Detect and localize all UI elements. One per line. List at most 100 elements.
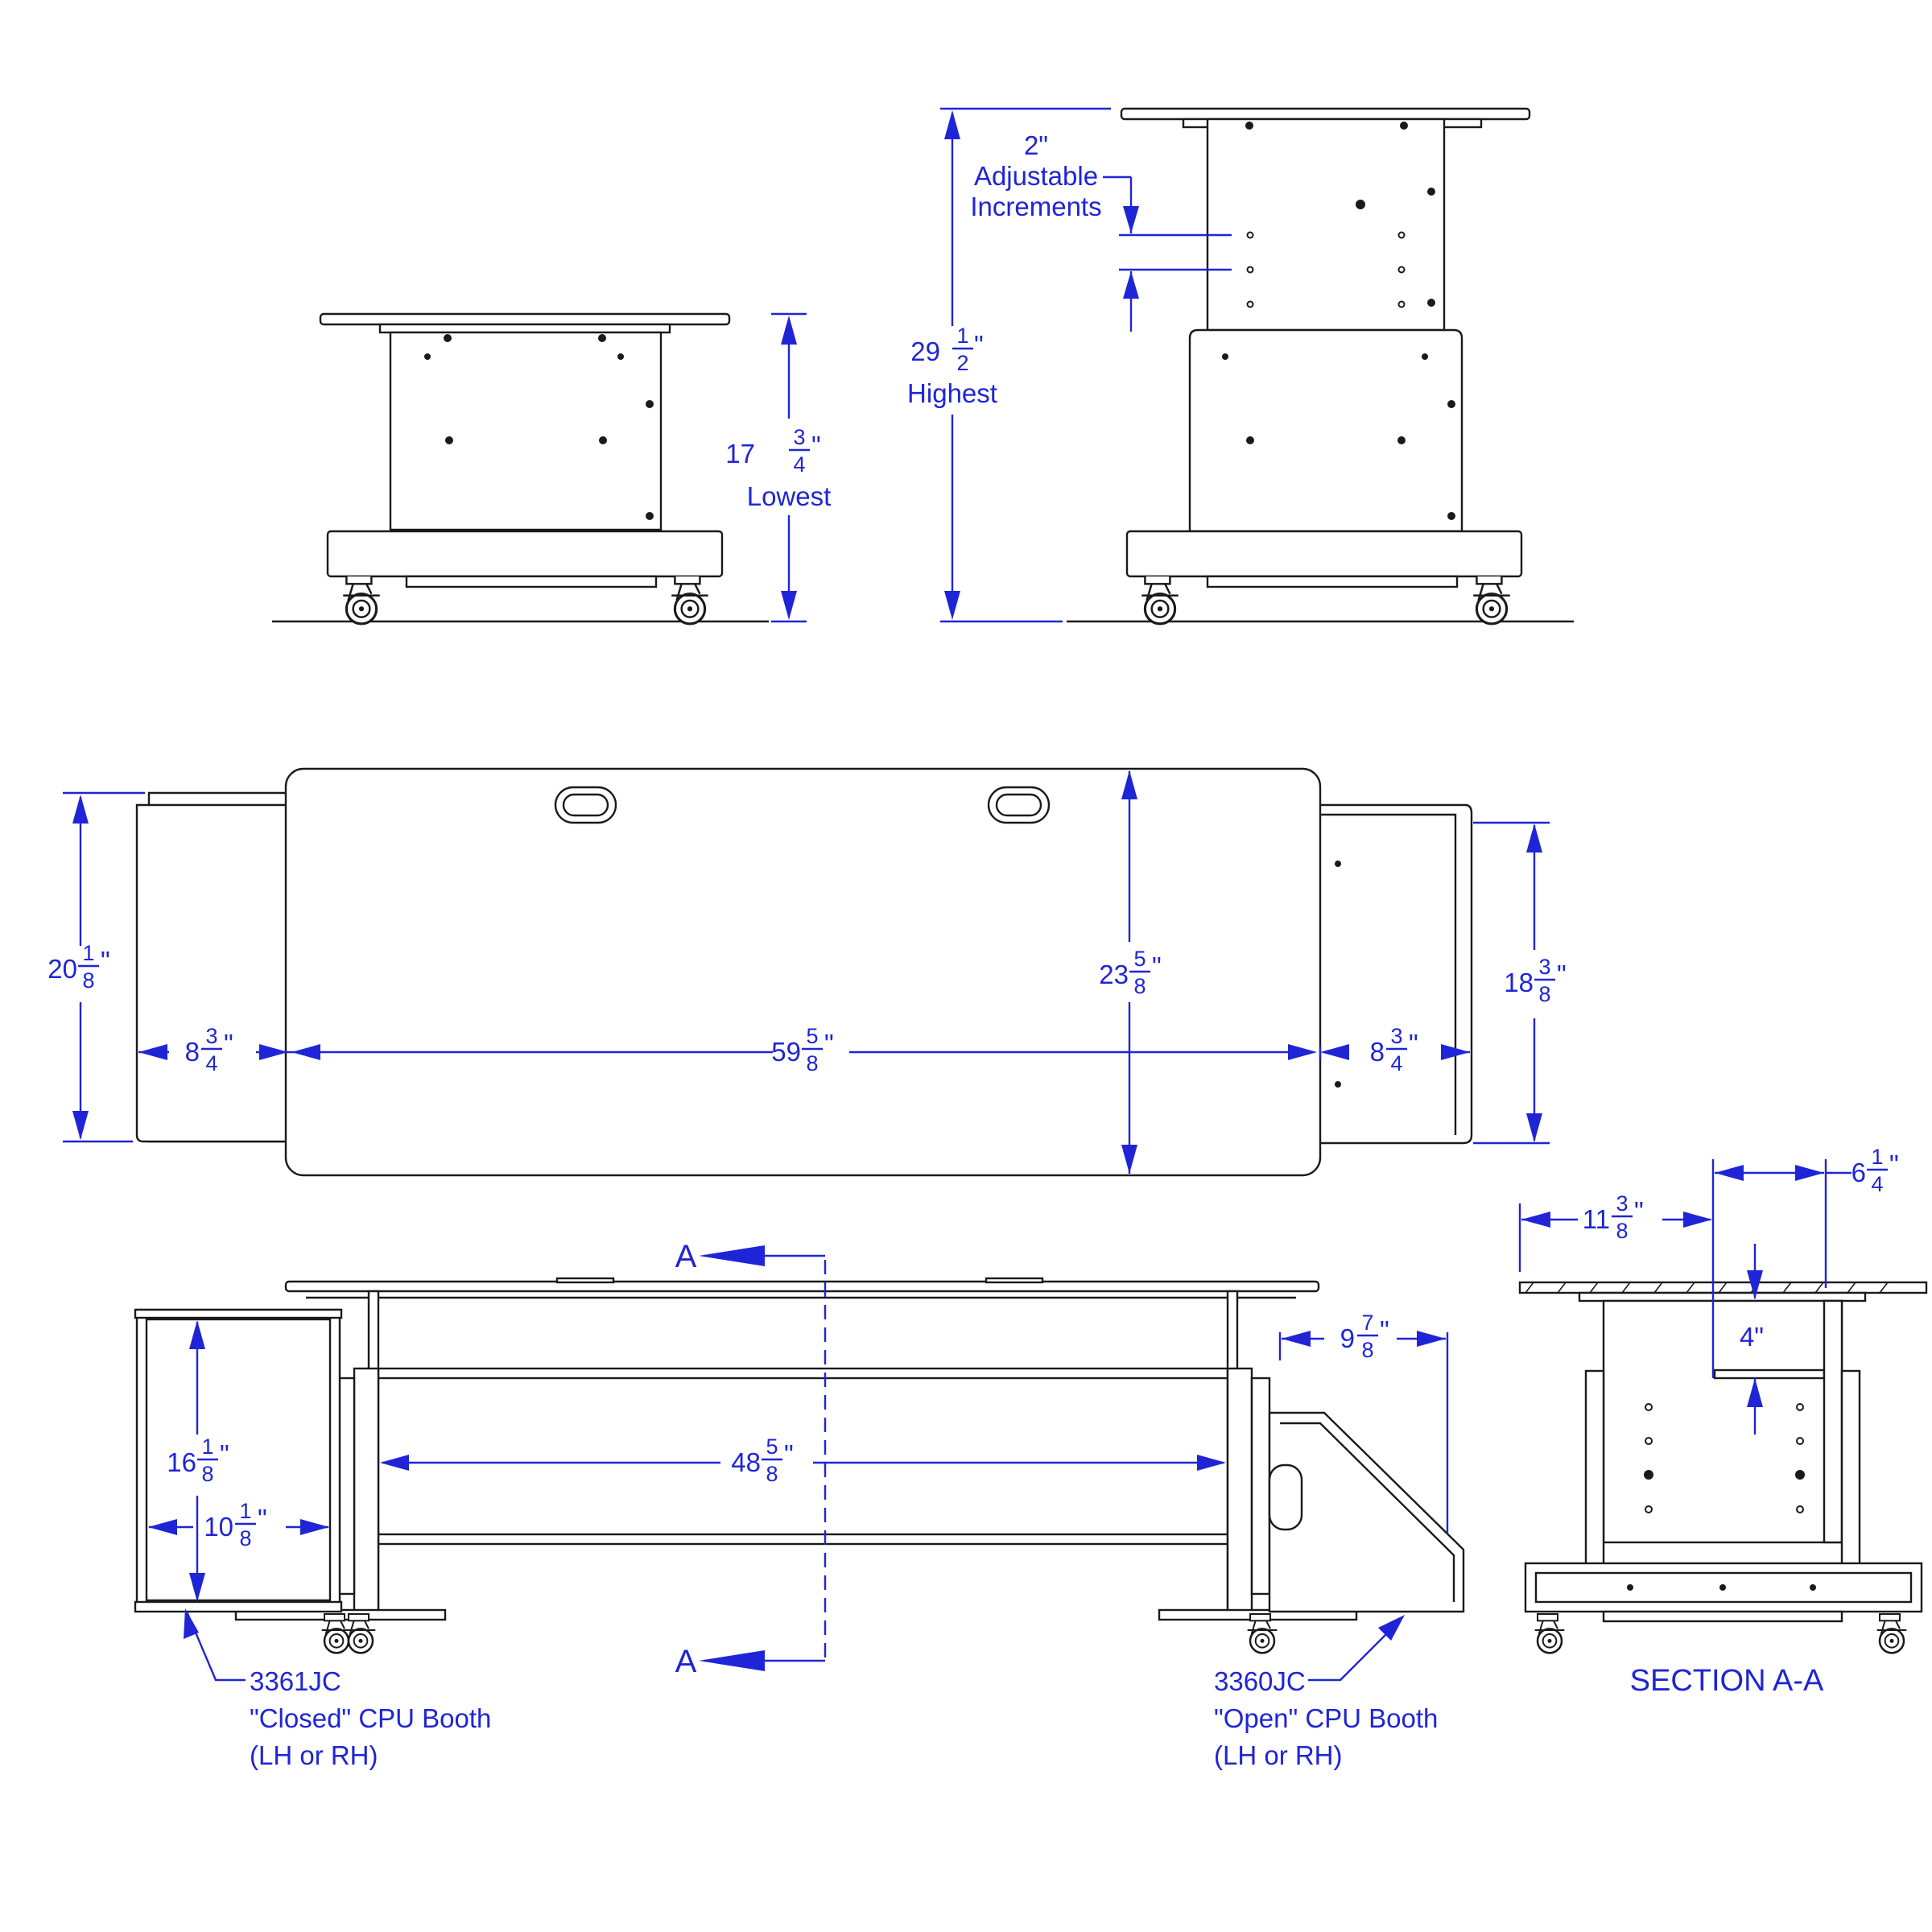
svg-text:"Open" CPU Booth: "Open" CPU Booth — [1214, 1703, 1438, 1733]
svg-text:16: 16 — [167, 1447, 196, 1477]
upper-rail — [377, 1367, 1229, 1380]
svg-text:8: 8 — [1370, 1037, 1385, 1067]
svg-text:4: 4 — [1390, 1051, 1402, 1075]
svg-text:3361JC: 3361JC — [250, 1666, 341, 1696]
svg-text:8: 8 — [766, 1462, 778, 1486]
section-left-label: 11 3 8 " — [1583, 1191, 1644, 1243]
booth-height-label: 16 1 8 " — [167, 1435, 229, 1486]
grommet — [554, 786, 617, 824]
plan-view — [135, 767, 1473, 1177]
svg-text:9: 9 — [1340, 1323, 1355, 1353]
svg-text:8: 8 — [806, 1051, 818, 1075]
dimension-labels: 17 3 4 " Lowest 29 1 2 " Highest 2" Adju… — [47, 130, 1898, 1770]
overall-depth-label: 20 1 8 " — [47, 941, 109, 993]
svg-text:8: 8 — [1361, 1338, 1373, 1362]
caster-icon — [1472, 576, 1512, 625]
svg-text:": " — [1380, 1315, 1389, 1345]
svg-text:Highest: Highest — [907, 378, 997, 408]
svg-text:": " — [1152, 952, 1162, 981]
desk-depth-label: 23 5 8 " — [1099, 947, 1161, 998]
section-marker-top: A — [675, 1239, 697, 1274]
section-marker-bottom: A — [675, 1644, 697, 1679]
desktop-top — [284, 767, 1322, 1177]
svg-text:Increments: Increments — [970, 192, 1101, 221]
inner-width-label: 48 5 8 " — [731, 1435, 793, 1486]
svg-text:4: 4 — [793, 452, 805, 477]
caster-icon — [1534, 1612, 1566, 1654]
column-panel — [389, 331, 663, 531]
right-booth-top — [1317, 803, 1473, 1145]
svg-text:23: 23 — [1099, 960, 1129, 989]
lower-column — [1188, 328, 1463, 533]
svg-text:": " — [824, 1029, 834, 1059]
svg-text:2": 2" — [1024, 130, 1048, 160]
svg-text:3: 3 — [1538, 955, 1550, 979]
dimension-lines — [63, 107, 1852, 1682]
svg-text:": " — [811, 431, 821, 460]
upper-column — [1206, 118, 1446, 332]
grommet — [987, 786, 1051, 824]
svg-text:1: 1 — [82, 941, 94, 965]
caster-icon — [670, 576, 710, 625]
svg-text:": " — [101, 946, 110, 976]
caster-icon — [341, 576, 382, 625]
section-column — [1602, 1299, 1843, 1544]
desktop — [1120, 107, 1531, 121]
svg-text:3: 3 — [1390, 1024, 1402, 1048]
closed-cpu-booth — [135, 1308, 341, 1612]
booth-depth-label: 18 3 8 " — [1504, 955, 1566, 1006]
lowest-height-label: 17 3 4 " Lowest — [725, 425, 831, 511]
svg-text:5: 5 — [806, 1024, 818, 1048]
svg-text:11: 11 — [1583, 1204, 1610, 1234]
section-right-label: 6 1 4 " — [1852, 1145, 1899, 1196]
svg-text:Lowest: Lowest — [747, 481, 832, 511]
svg-text:4: 4 — [1871, 1172, 1883, 1196]
svg-text:(LH or RH): (LH or RH) — [1214, 1740, 1343, 1770]
base — [326, 530, 724, 578]
svg-text:3: 3 — [793, 425, 805, 449]
booth-width-right-label: 8 3 4 " — [1370, 1024, 1418, 1075]
svg-text:4: 4 — [205, 1051, 217, 1075]
svg-text:48: 48 — [731, 1447, 761, 1477]
svg-text:": " — [220, 1439, 229, 1469]
svg-text:8: 8 — [185, 1037, 200, 1067]
open-booth-callout: 3360JC "Open" CPU Booth (LH or RH) — [1214, 1666, 1438, 1770]
svg-text:59: 59 — [771, 1037, 801, 1067]
svg-text:(LH or RH): (LH or RH) — [250, 1740, 378, 1770]
svg-text:1: 1 — [239, 1499, 251, 1523]
svg-text:": " — [1557, 960, 1567, 989]
svg-text:6: 6 — [1852, 1158, 1866, 1187]
open-booth-width-label: 9 7 8 " — [1340, 1311, 1389, 1362]
elevation-highest-view — [1067, 107, 1574, 625]
highest-height-label: 29 1 2 " Highest — [907, 324, 997, 408]
base — [1125, 530, 1523, 578]
open-cpu-booth — [1268, 1411, 1465, 1613]
svg-text:": " — [784, 1439, 794, 1469]
lower-rail — [377, 1533, 1229, 1546]
section-a-a-view — [1518, 1281, 1928, 1654]
caster-icon — [1876, 1612, 1908, 1654]
increment-label: 2" Adjustable Increments — [970, 130, 1101, 221]
svg-text:17: 17 — [725, 439, 755, 469]
section-drop-label: 4" — [1740, 1322, 1764, 1352]
svg-text:8: 8 — [239, 1526, 251, 1550]
svg-text:7: 7 — [1361, 1311, 1373, 1335]
desk-width-label: 59 5 8 " — [771, 1024, 833, 1075]
svg-text:": " — [974, 330, 984, 360]
caster-icon — [1140, 576, 1180, 625]
svg-text:": " — [1634, 1196, 1644, 1226]
svg-text:3: 3 — [1616, 1191, 1628, 1216]
svg-text:8: 8 — [82, 968, 94, 993]
svg-text:20: 20 — [47, 954, 77, 984]
svg-text:29: 29 — [910, 336, 940, 366]
svg-text:1: 1 — [1871, 1145, 1883, 1169]
closed-booth-callout: 3361JC "Closed" CPU Booth (LH or RH) — [250, 1666, 491, 1770]
elevation-lowest-view — [272, 312, 769, 625]
svg-text:5: 5 — [766, 1435, 778, 1459]
desktop — [284, 1280, 1320, 1293]
svg-text:3: 3 — [205, 1024, 217, 1048]
svg-text:"Closed" CPU Booth: "Closed" CPU Booth — [250, 1703, 491, 1733]
svg-text:Adjustable: Adjustable — [974, 161, 1098, 191]
booth-inner-width-label: 10 1 8 " — [204, 1499, 266, 1550]
left-leg — [353, 1367, 380, 1616]
